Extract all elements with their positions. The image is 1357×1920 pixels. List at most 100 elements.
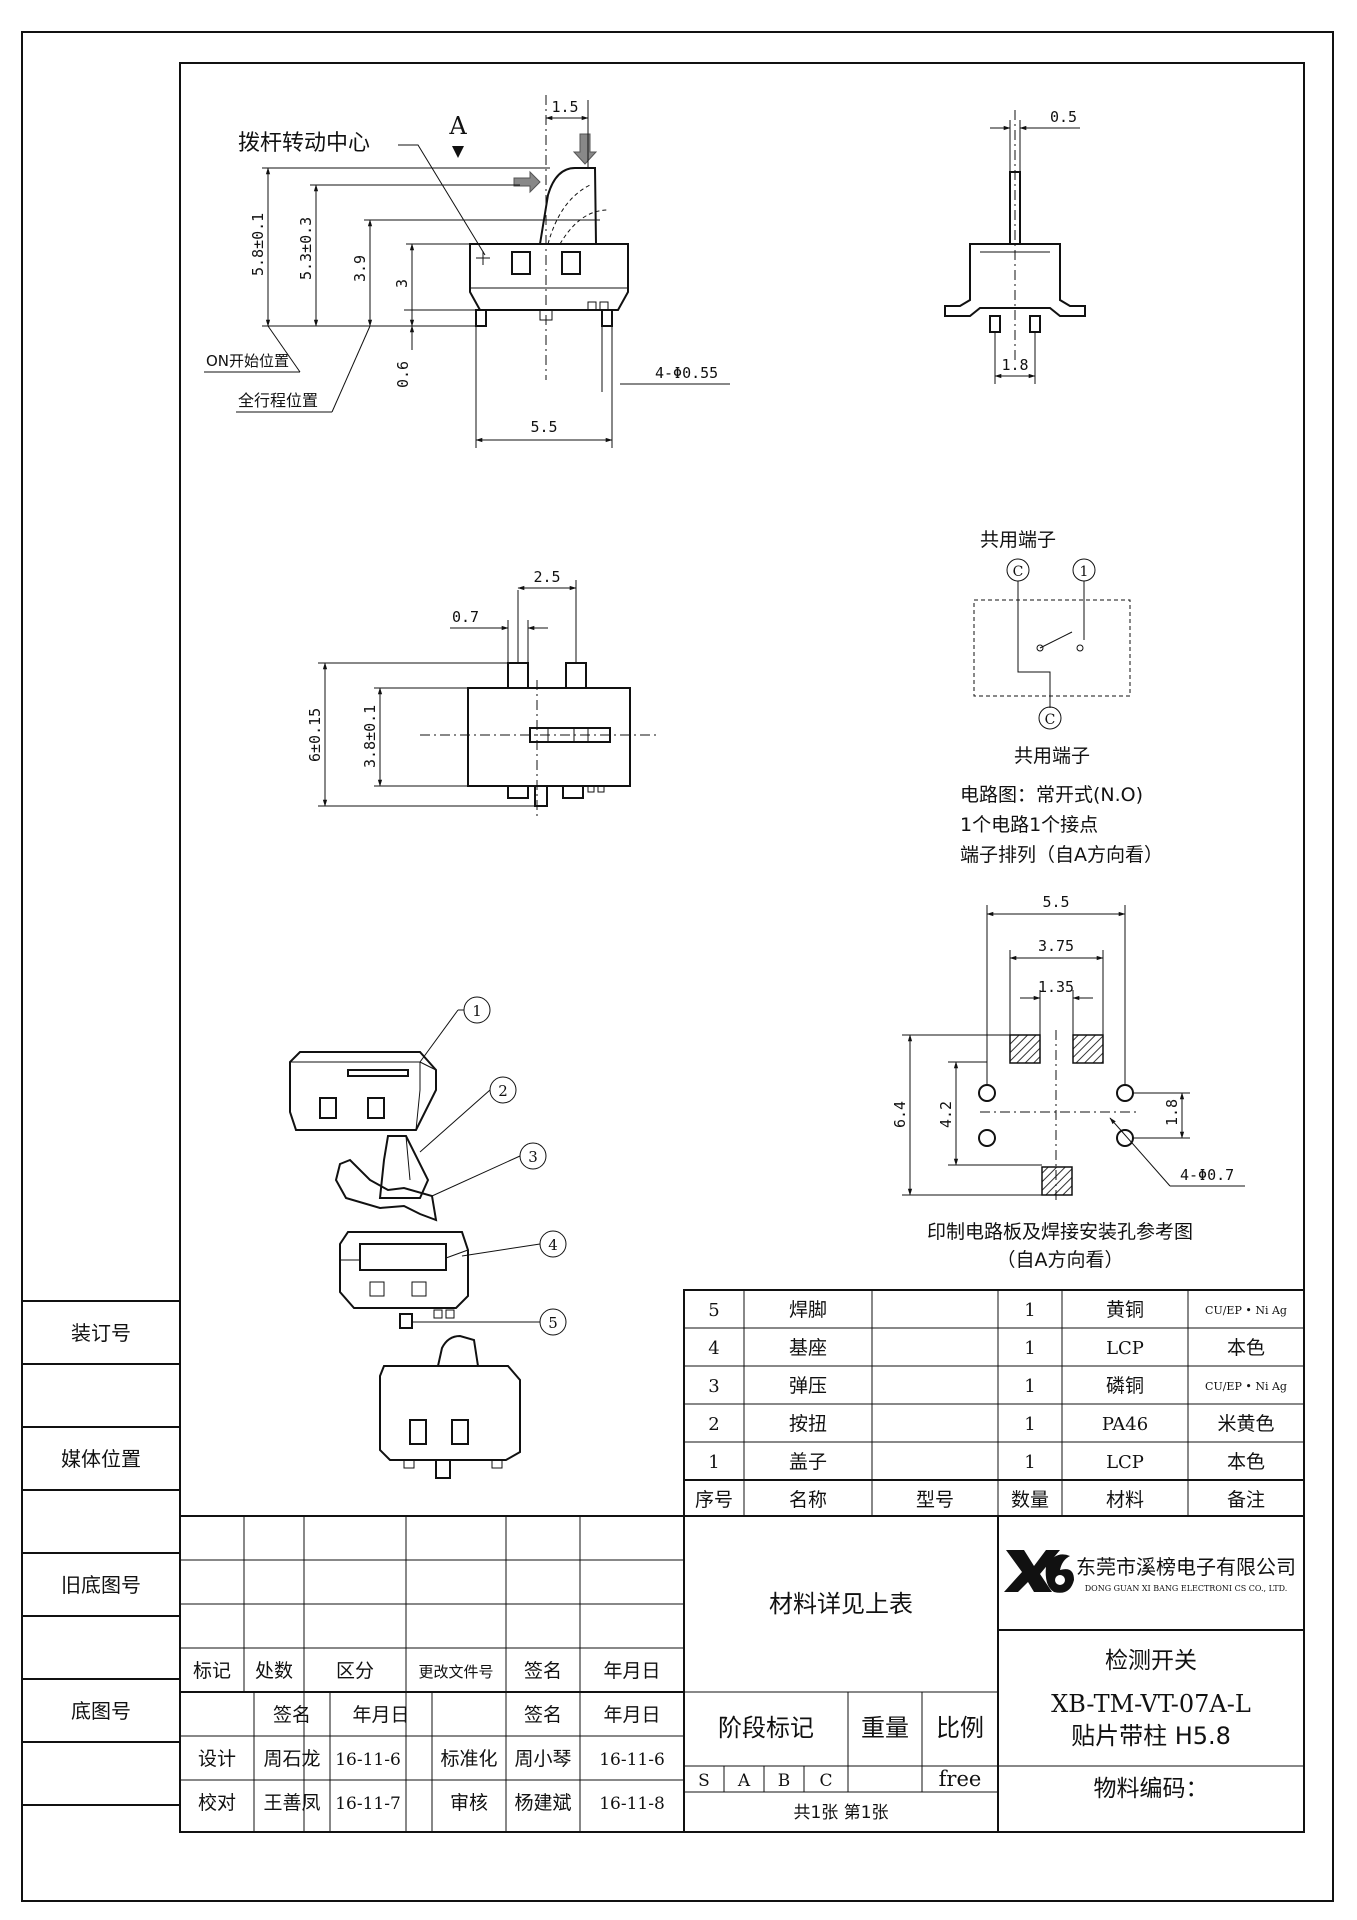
outer-frame [21, 31, 1334, 1902]
circuit-terminal-c-bottom: C [1045, 712, 1056, 728]
sign-role-2: 标准化 [440, 1748, 497, 1770]
pcb-dim-w1: 5.5 [1042, 893, 1069, 911]
bom-row-no: 1 [708, 1452, 719, 1473]
scale-label: 比例 [936, 1714, 984, 1742]
dim-top-pitch: 2.5 [533, 568, 560, 586]
rev-header-zone: 区分 [336, 1660, 374, 1682]
bom-row-name: 焊脚 [789, 1299, 827, 1321]
pcb-dim-h3: 1.8 [1163, 1099, 1181, 1126]
revision-block: 标记 处数 区分 更改文件号 签名 年月日 签名 年月日 签名 年月日 设计 周… [180, 1515, 1304, 1832]
bom-header-note: 备注 [1227, 1489, 1265, 1511]
bom-row-name: 基座 [789, 1337, 827, 1359]
bom-row-qty: 1 [1024, 1338, 1035, 1359]
sign-role: 校对 [198, 1792, 236, 1814]
part-description: 贴片带柱 H5.8 [1071, 1722, 1231, 1750]
circuit-desc-2: 1个电路1个接点 [960, 814, 1098, 836]
bom-row-note: CU/EP • Ni Ag [1205, 1380, 1287, 1393]
rev-header-mark: 标记 [193, 1660, 231, 1682]
top-view: 2.5 0.7 6±0.15 3.8±0.1 [306, 568, 660, 820]
balloon-4: 4 [548, 1236, 558, 1254]
circuit-diagram: 共用端子 C 1 C 共用端子 电路图：常开式(N.O) 1个电路1个接点 端子… [960, 529, 1163, 866]
rev-header-sign: 签名 [524, 1660, 562, 1682]
bom-row-qty: 1 [1024, 1376, 1035, 1397]
company-logo [1004, 1550, 1074, 1593]
dim-total-height: 5.8±0.1 [249, 213, 267, 276]
stage-a: A [737, 1771, 751, 1791]
balloon-1: 1 [472, 1002, 482, 1020]
bom-row-material: LCP [1106, 1452, 1144, 1473]
rev-header-count: 处数 [255, 1660, 293, 1682]
part-number: XB-TM-VT-07A-L [1051, 1690, 1251, 1718]
circuit-label-top: 共用端子 [980, 529, 1056, 551]
full-travel-label: 全行程位置 [238, 391, 318, 410]
bom-row-note: 米黄色 [1217, 1413, 1274, 1435]
rev-header-date: 年月日 [603, 1660, 660, 1682]
dim-lever-width: 0.5 [1050, 108, 1077, 126]
side-label-base-drawing: 底图号 [71, 1699, 131, 1723]
bom-row-material: 黄铜 [1106, 1299, 1144, 1321]
bom-row-name: 盖子 [789, 1451, 827, 1473]
sign-name: 王善凤 [263, 1792, 320, 1814]
stage-label: 阶段标记 [718, 1714, 814, 1742]
bom-row-material: 磷铜 [1106, 1375, 1144, 1397]
sign-name-2: 杨建斌 [514, 1792, 571, 1814]
company-name-en: DONG GUAN XI BANG ELECTRONI CS CO., LTD. [1085, 1584, 1288, 1593]
sign-header-sign-2: 签名 [524, 1704, 562, 1726]
bom-header-material: 材料 [1106, 1489, 1144, 1511]
sign-header-sign: 签名 [273, 1704, 311, 1726]
material-note: 材料详见上表 [769, 1590, 913, 1618]
bom-row-name: 弹压 [789, 1375, 827, 1397]
stage-c: C [819, 1771, 832, 1791]
circuit-desc-1: 电路图：常开式(N.O) [960, 784, 1143, 806]
sign-date-2: 16-11-6 [599, 1750, 665, 1770]
balloon-3: 3 [528, 1148, 538, 1166]
circuit-label-bottom: 共用端子 [1014, 745, 1090, 767]
pcb-dim-w2: 3.75 [1038, 937, 1074, 955]
circuit-desc-3: 端子排列（自A方向看） [960, 844, 1163, 866]
dim-width: 5.5 [530, 418, 557, 436]
dim-pad-width: 0.7 [452, 608, 479, 626]
circuit-terminal-c-top: C [1013, 564, 1024, 580]
bom-row-material: LCP [1106, 1338, 1144, 1359]
bom-row-no: 2 [708, 1414, 719, 1435]
bom-row-name: 按扭 [789, 1413, 827, 1435]
sign-role-2: 审核 [450, 1792, 488, 1814]
material-code-label: 物料编码： [1094, 1776, 1209, 1802]
bom-row-no: 5 [708, 1300, 719, 1321]
exploded-view: 1 2 3 4 5 [289, 996, 567, 1479]
side-label-binding: 装订号 [71, 1321, 131, 1345]
bom-row-note: 本色 [1227, 1337, 1265, 1359]
stage-b: B [778, 1771, 791, 1791]
dim-pin-dia: 4-Φ0.55 [655, 364, 718, 382]
pivot-label: 拨杆转动中心 [238, 131, 370, 156]
front-view: 拨杆转动中心 A 5.8±0.1 5.3±0.3 3.9 [204, 95, 730, 448]
sign-name: 周石龙 [263, 1748, 320, 1770]
dim-full-height: 3.9 [351, 255, 369, 282]
bom-row-note: CU/EP • Ni Ag [1205, 1304, 1287, 1317]
sheet-count: 共1张 第1张 [793, 1803, 888, 1823]
bom-header-model: 型号 [916, 1489, 954, 1511]
sign-name-2: 周小琴 [514, 1748, 571, 1770]
scale-value: free [939, 1767, 982, 1791]
pcb-dim-w3: 1.35 [1038, 978, 1074, 996]
bom-row-no: 4 [708, 1338, 719, 1359]
bom-header-name: 名称 [789, 1489, 827, 1511]
bom-header-qty: 数量 [1011, 1489, 1049, 1511]
pcb-dim-hole: 4-Φ0.7 [1180, 1166, 1234, 1184]
title-block: 材料详见上表 阶段标记 重量 比例 S A B C free 共1张 第1张 东… [684, 1516, 1304, 1833]
side-label-old-drawing: 旧底图号 [61, 1573, 141, 1597]
bom-row-qty: 1 [1024, 1300, 1035, 1321]
side-view: 0.5 1.8 [944, 108, 1086, 384]
sign-header-date-2: 年月日 [603, 1704, 660, 1726]
side-label-column: 装订号 媒体位置 旧底图号 底图号 [22, 1300, 180, 1806]
stage-s: S [698, 1771, 710, 1791]
bom-header-no: 序号 [695, 1489, 733, 1511]
pcb-caption-2: （自A方向看） [997, 1249, 1124, 1271]
company-name-cn: 东莞市溪榜电子有限公司 [1076, 1555, 1296, 1579]
bom-row-material: PA46 [1102, 1414, 1148, 1435]
bom-row-note: 本色 [1227, 1451, 1265, 1473]
dim-on-height: 5.3±0.3 [297, 217, 315, 280]
rev-header-doc: 更改文件号 [418, 1663, 493, 1681]
weight-label: 重量 [861, 1714, 909, 1742]
bom-row-qty: 1 [1024, 1414, 1035, 1435]
